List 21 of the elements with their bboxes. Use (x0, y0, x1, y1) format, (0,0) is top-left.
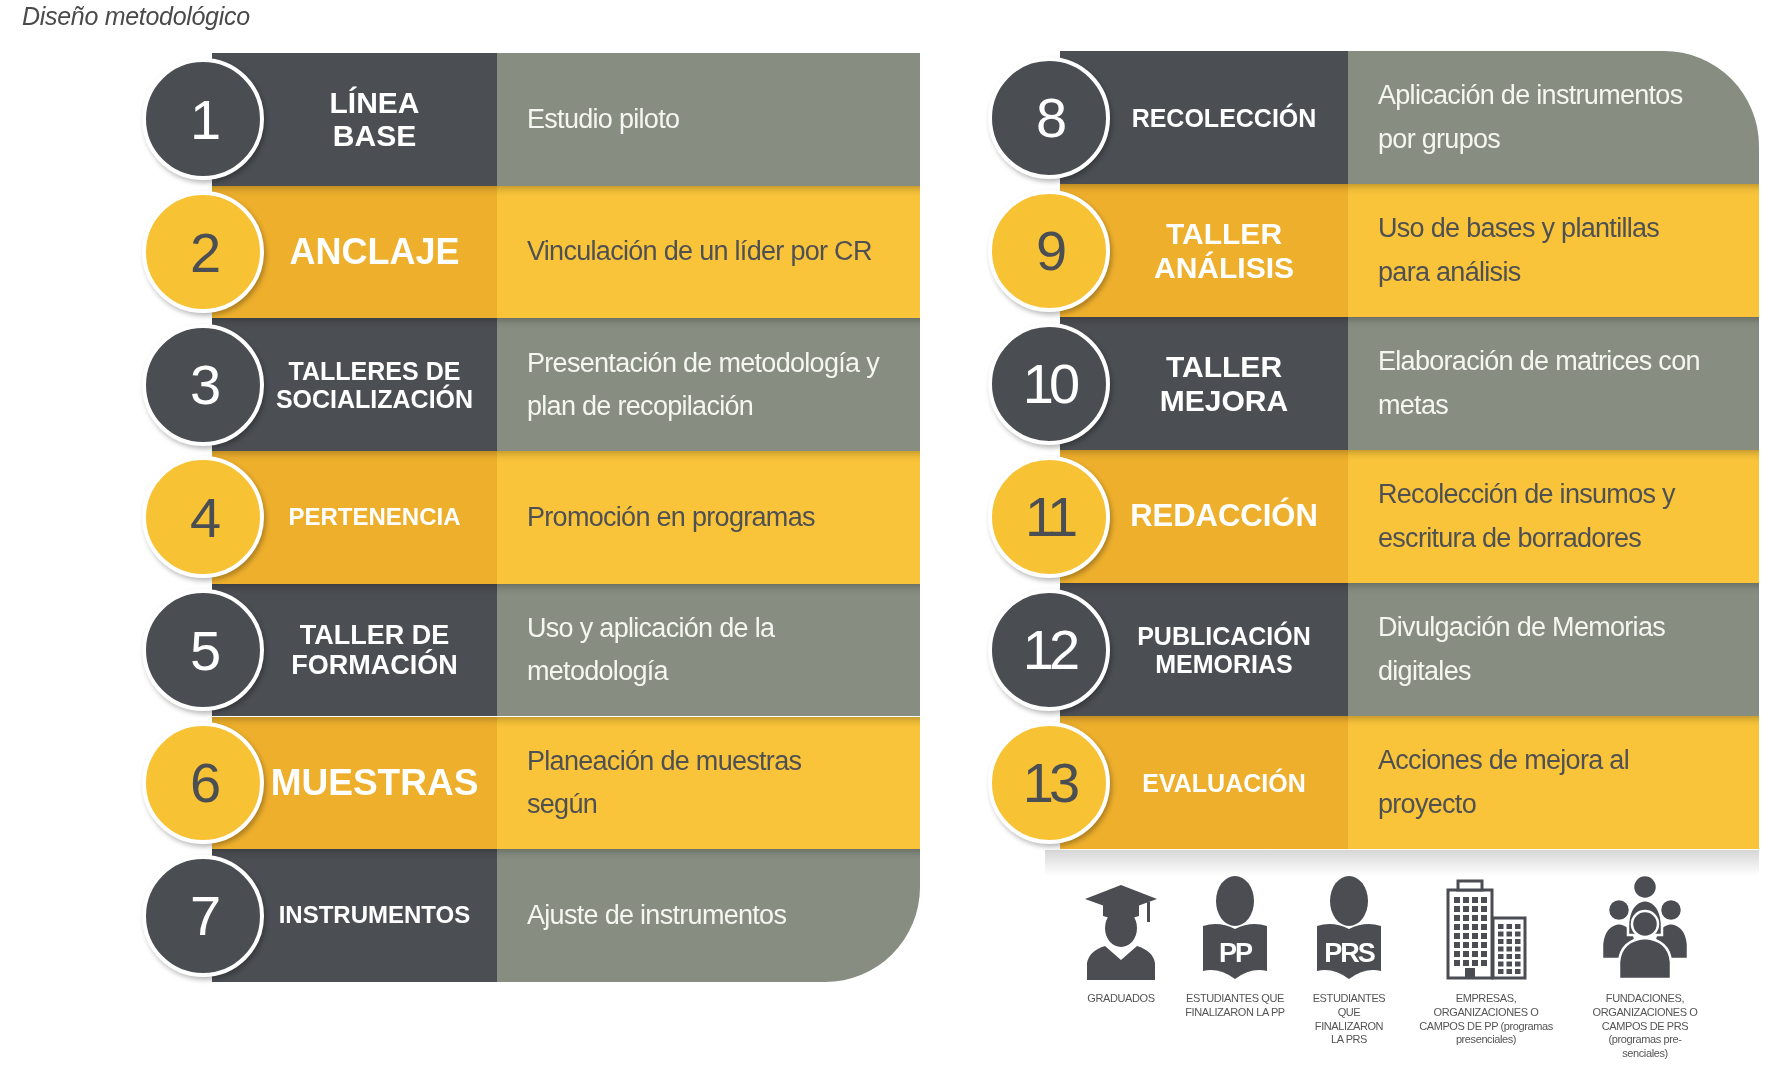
step-description: Uso y aplicación de la metodología (497, 583, 920, 717)
step-description: Ajuste de instrumentos (497, 849, 920, 982)
book-label: PRS (1324, 940, 1374, 967)
icon-caption: ESTUDIANTES QUE FINALIZARON LA PP (1184, 992, 1286, 1020)
step-description: Uso de bases y plantillas para análisis (1348, 184, 1759, 317)
step-description: Promoción en programas (497, 451, 920, 584)
step-description: Presentación de metodología y plan de recopilación (497, 318, 920, 452)
diagram-title: Diseño metodológico (22, 2, 250, 31)
icon-caption: ESTUDIANTES QUE FINALIZARON LA PRS (1311, 992, 1387, 1047)
step-description: Aplicación de instrumentos por grupos (1348, 51, 1759, 184)
step-description: Elaboración de matrices con metas (1348, 317, 1759, 450)
step-description: Acciones de mejora al proyecto (1348, 716, 1759, 849)
icon-caption: FUNDACIONES, ORGANIZACIONES O CAMPOS DE PRS (programas pre- senciales) (1591, 992, 1699, 1061)
step-description: Divulgación de Memorias digitales (1348, 583, 1759, 716)
step-description: Planeación de muestras según (497, 716, 920, 850)
icon-caption: GRADUADOS (1086, 992, 1156, 1006)
step-description: Recolección de insumos y escritura de borradores (1348, 450, 1759, 583)
step-description: Estudio piloto (497, 53, 920, 186)
step-description: Vinculación de un líder por CR (497, 185, 920, 319)
icon-caption: EMPRESAS, ORGANIZACIONES O CAMPOS DE PP (programas presenciales) (1418, 992, 1554, 1047)
book-label: PP (1219, 940, 1251, 967)
